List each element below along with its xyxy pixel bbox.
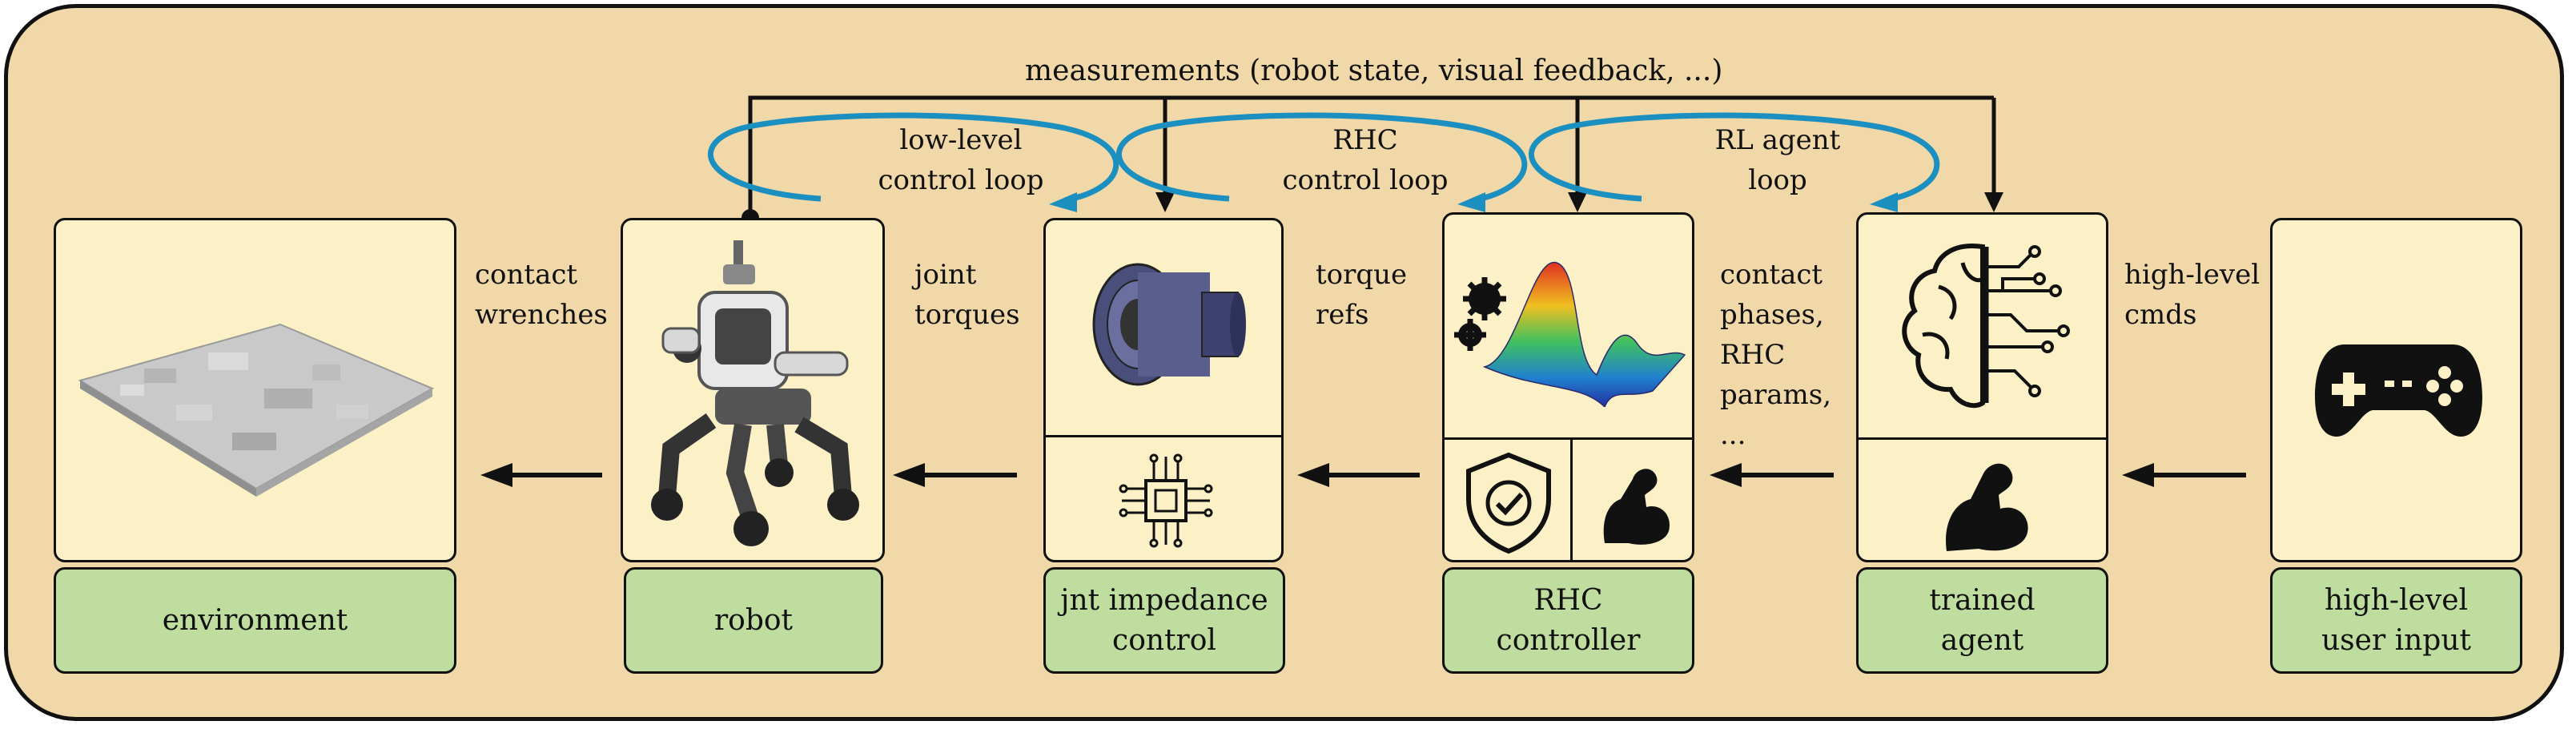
torque-refs-label: torque refs — [1316, 259, 1408, 331]
low-level-loop-label: low-level control loop — [878, 124, 1044, 196]
low-level-loop-arrow — [707, 112, 1119, 203]
contact-phases-label: contact phases, RHC params, ... — [1720, 259, 1832, 451]
gears-surface-plot-icon — [1454, 262, 1686, 407]
robot-card — [621, 218, 885, 562]
joint-torques-label: joint torques — [914, 259, 1020, 331]
rl-loop-arrow — [1528, 112, 1940, 203]
rhc-loop-arrow — [1115, 112, 1528, 203]
quadruped-robot-icon — [651, 240, 859, 546]
rhc-controller-label: RHC controller — [1442, 567, 1694, 674]
contact-wrenches-label: contact wrenches — [475, 259, 608, 331]
high-level-cmds-label: high-level cmds — [2124, 259, 2261, 331]
rhc-card-vdivider — [1570, 437, 1573, 560]
flexed-arm-icon — [1946, 463, 2028, 551]
trained-agent-label: trained agent — [1856, 567, 2108, 674]
agent-card — [1856, 212, 2108, 562]
actuator-motor-icon — [1092, 263, 1246, 386]
environment-card — [54, 218, 456, 562]
jnt-card-divider — [1046, 435, 1281, 437]
rhc-card-divider — [1445, 437, 1692, 440]
user-input-card — [2270, 218, 2522, 562]
agent-card-divider — [1859, 437, 2106, 440]
rhc-loop-label: RHC control loop — [1282, 124, 1449, 196]
shield-check-icon — [1466, 452, 1551, 554]
brain-circuit-icon — [1902, 244, 2070, 409]
rl-loop-label: RL agent loop — [1714, 124, 1841, 196]
environment-label: environment — [54, 567, 456, 674]
user-input-label: high-level user input — [2270, 567, 2522, 674]
gamepad-icon — [2315, 344, 2482, 437]
microchip-icon — [1119, 453, 1213, 548]
jnt-impedance-card — [1043, 218, 1284, 562]
measurements-label: measurements (robot state, visual feedba… — [1025, 54, 1723, 87]
rhc-card — [1442, 212, 1694, 562]
robot-label: robot — [624, 567, 883, 674]
jnt-impedance-label: jnt impedance control — [1043, 567, 1285, 674]
terrain-icon — [78, 323, 435, 497]
flexed-arm-icon — [1603, 469, 1670, 545]
